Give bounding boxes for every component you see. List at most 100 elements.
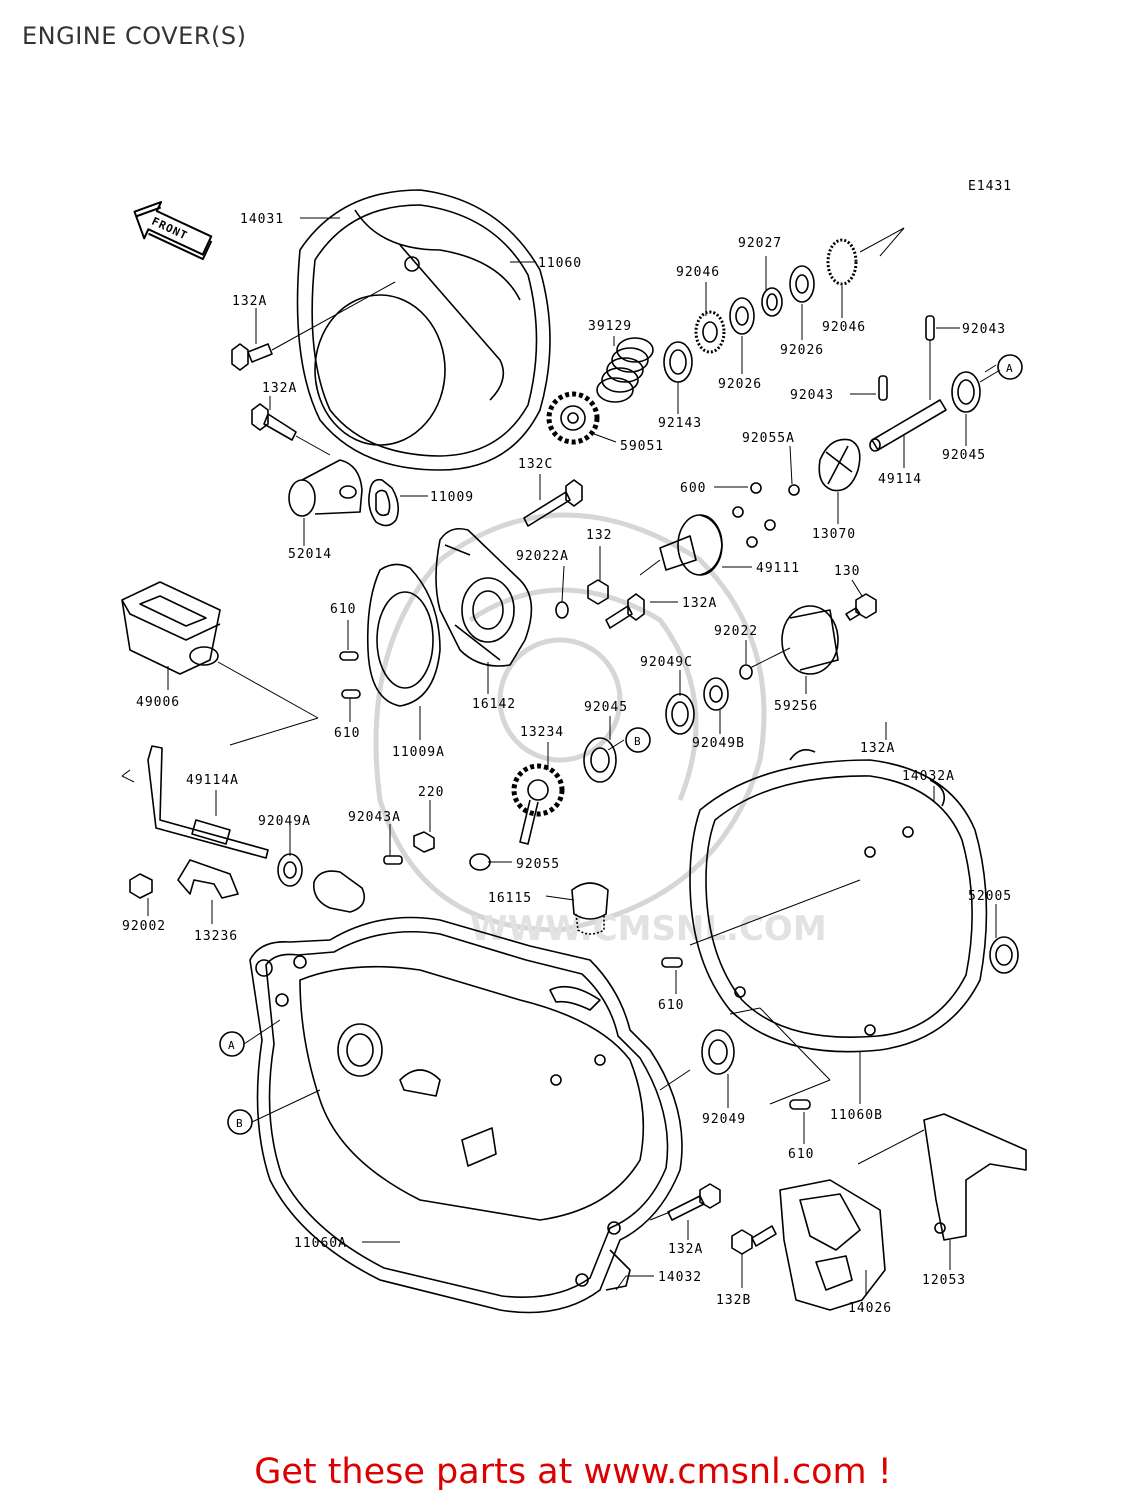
- part-label: 49006: [136, 695, 180, 710]
- bolt-132c: [523, 479, 583, 527]
- bolt-132a-pump: [605, 593, 645, 629]
- part-label: 610: [788, 1147, 814, 1162]
- spring-39129: [596, 337, 654, 403]
- bearing-92046-b: [826, 238, 858, 286]
- part-label: 610: [330, 602, 356, 617]
- bearing-92049c: [665, 693, 695, 735]
- shaft-49114a: [147, 745, 269, 859]
- seal-92049a: [277, 853, 303, 887]
- gasket-11009: [368, 478, 400, 527]
- part-label: 132A: [668, 1242, 703, 1257]
- part-label: 14026: [848, 1301, 892, 1316]
- part-label: 92143: [658, 416, 702, 431]
- dowel-610-b: [661, 957, 811, 1110]
- part-label: 11009: [430, 490, 474, 505]
- part-label: 130: [834, 564, 860, 579]
- bolt-132a-lower: [667, 1183, 721, 1221]
- balls-600: [732, 482, 776, 548]
- marker-a-right: [997, 354, 1023, 380]
- bolt-132: [587, 579, 609, 605]
- part-label: 92045: [584, 700, 628, 715]
- part-label: 52005: [968, 889, 1012, 904]
- gear-13234: [511, 763, 565, 845]
- seal-92049b: [703, 677, 729, 711]
- marker-label: B: [634, 735, 642, 748]
- bolt-132a-second: [251, 403, 331, 456]
- front-arrow-icon: [133, 201, 213, 261]
- part-label: 14032A: [902, 769, 955, 784]
- impeller-59256: [739, 605, 839, 680]
- guard-14026: [779, 1179, 886, 1311]
- elbow-cover: [313, 870, 366, 913]
- part-label: 52014: [288, 547, 332, 562]
- bearing-92045-b: [583, 737, 617, 783]
- part-label: 92027: [738, 236, 782, 251]
- promo-link[interactable]: Get these parts at www.cmsnl.com !: [254, 1452, 892, 1492]
- part-label: 132B: [716, 1293, 751, 1308]
- part-label: 600: [680, 481, 706, 496]
- part-label: 92026: [780, 343, 824, 358]
- seal-92143: [663, 341, 693, 383]
- part-label: 132A: [232, 294, 267, 309]
- guide-49006: [121, 581, 319, 746]
- part-label: 92049B: [692, 736, 745, 751]
- marker-label: A: [1006, 362, 1014, 375]
- part-label: 610: [334, 726, 360, 741]
- parts-diagram: WWW.CMSNL.COM: [121, 179, 1027, 1316]
- part-label: 59051: [620, 439, 664, 454]
- washer-92026: [729, 297, 755, 335]
- impeller-13070: [818, 438, 861, 492]
- washer-92022a: [555, 601, 569, 619]
- plug-16115: [571, 882, 609, 935]
- clutch-cover-upper: [296, 189, 551, 471]
- part-label: 132A: [860, 741, 895, 756]
- part-label: 92002: [122, 919, 166, 934]
- part-label: 132A: [682, 596, 717, 611]
- part-label: 92045: [942, 448, 986, 463]
- water-elbow-52014: [288, 459, 363, 517]
- part-label: 12053: [922, 1273, 966, 1288]
- part-label: 11060: [538, 256, 582, 271]
- pin-92043a: [383, 855, 403, 865]
- gasket-11009a: [366, 563, 441, 707]
- shaft-49111: [639, 514, 723, 576]
- part-label: 92046: [676, 265, 720, 280]
- part-label: 92049C: [640, 655, 693, 670]
- marker-b-mid: [625, 727, 651, 753]
- part-label: 11009A: [392, 745, 445, 760]
- oring-92055a: [788, 484, 800, 496]
- part-label: 92049: [702, 1112, 746, 1127]
- bolt-92002: [129, 873, 153, 899]
- bearing-92046: [694, 310, 726, 354]
- part-label: 13070: [812, 527, 856, 542]
- part-label: 92022A: [516, 549, 569, 564]
- gear-59051: [546, 391, 600, 445]
- leader-lines: [121, 217, 997, 1296]
- bolt-220: [413, 831, 435, 853]
- part-label: 132C: [518, 457, 553, 472]
- circlip-92027: [761, 287, 783, 317]
- part-label: 610: [658, 998, 684, 1013]
- part-label: 92022: [714, 624, 758, 639]
- part-label: 132: [586, 528, 612, 543]
- part-label: 92049A: [258, 814, 311, 829]
- part-label: 39129: [588, 319, 632, 334]
- part-label: 92043A: [348, 810, 401, 825]
- part-label: 59256: [774, 699, 818, 714]
- page-title: ENGINE COVER(S): [22, 22, 247, 50]
- marker-label: B: [236, 1117, 244, 1130]
- water-pump-housing-16142: [435, 527, 533, 667]
- shaft-49114: [869, 315, 1001, 452]
- part-label: 14031: [240, 212, 284, 227]
- bracket-13236: [177, 859, 239, 899]
- marker-label: A: [228, 1039, 236, 1052]
- bolt-130: [845, 593, 877, 621]
- part-label: 49111: [756, 561, 800, 576]
- seal-52005: [989, 936, 1019, 974]
- part-label: 92055A: [742, 431, 795, 446]
- bolt-132a-top: [231, 281, 396, 371]
- part-label: 16115: [488, 891, 532, 906]
- dowel-610: [339, 651, 361, 699]
- part-label: 13234: [520, 725, 564, 740]
- part-label: 92026: [718, 377, 762, 392]
